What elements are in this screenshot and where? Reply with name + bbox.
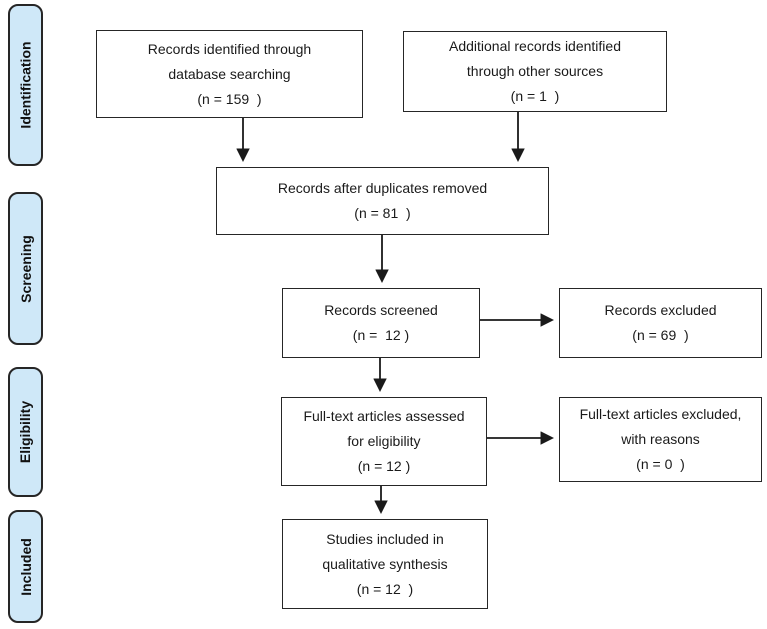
- stage-label-included: Included: [8, 510, 43, 623]
- box-line: Full-text articles assessed: [303, 408, 465, 424]
- box-line: qualitative synthesis: [322, 555, 448, 572]
- box-studies-included-qualitative: Studies included in qualitative synthesi…: [282, 519, 488, 609]
- box-records-excluded: Records excluded (n = 69 ): [559, 288, 762, 358]
- box-full-text-articles-excluded: Full-text articles excluded, with reason…: [559, 397, 762, 482]
- box-records-identified-database: Records identified through database sear…: [96, 30, 363, 118]
- box-line: Studies included in: [326, 530, 444, 547]
- box-line-count: (n = 12 ): [357, 458, 411, 474]
- stage-label-text: Identification: [17, 41, 34, 129]
- stage-label-screening: Screening: [8, 192, 43, 345]
- box-line-count: (n = 1 ): [510, 88, 560, 104]
- stage-label-text: Screening: [17, 234, 34, 303]
- box-records-screened: Records screened (n = 12 ): [282, 288, 480, 358]
- box-line-count: (n = 69 ): [632, 327, 689, 343]
- stage-label-text: Eligibility: [17, 400, 34, 464]
- box-line-count: (n = 159 ): [197, 90, 262, 107]
- box-records-after-duplicates-removed: Records after duplicates removed (n = 81…: [216, 167, 549, 235]
- box-line-count: (n = 12 ): [356, 580, 414, 597]
- box-line-count: (n = 12 ): [352, 327, 410, 343]
- box-line: with reasons: [621, 431, 700, 447]
- box-line-count: (n = 81 ): [354, 205, 411, 221]
- stage-label-identification: Identification: [8, 4, 43, 166]
- box-line: through other sources: [466, 63, 604, 79]
- box-line: Records excluded: [604, 302, 717, 318]
- box-line: Records identified through: [147, 40, 312, 57]
- box-full-text-articles-assessed: Full-text articles assessed for eligibil…: [281, 397, 487, 486]
- box-line-count: (n = 0 ): [636, 456, 685, 472]
- box-line: for eligibility: [347, 433, 421, 449]
- box-additional-records-other-sources: Additional records identified through ot…: [403, 31, 667, 112]
- stage-label-text: Included: [17, 537, 34, 596]
- box-line: Full-text articles excluded,: [579, 406, 742, 422]
- box-line: Additional records identified: [449, 38, 621, 54]
- box-line: Records screened: [324, 302, 438, 318]
- box-line: database searching: [168, 65, 291, 82]
- box-line: Records after duplicates removed: [277, 180, 488, 196]
- stage-label-eligibility: Eligibility: [8, 367, 43, 497]
